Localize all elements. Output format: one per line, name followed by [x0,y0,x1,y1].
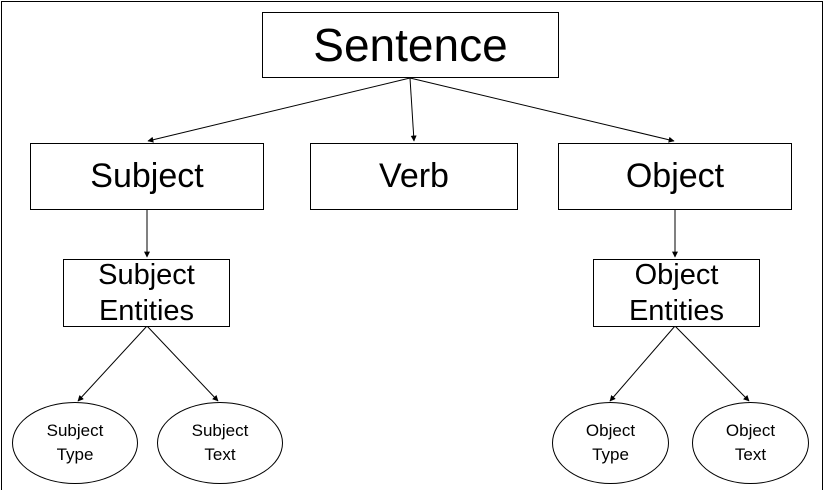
edge-sentence-subject [147,77,411,143]
node-subject-label: Subject [90,156,204,195]
node-object-entities-label: Object Entities [628,258,725,327]
node-subject-type-label: Subject Type [46,421,104,464]
edge-sentence-verb [409,77,417,142]
node-subject-text: Subject Text [157,402,283,484]
node-verb-label: Verb [379,156,449,195]
node-subject-text-label: Subject Text [191,421,249,464]
node-object-type: Object Type [552,402,669,484]
node-sentence-label: Sentence [313,18,508,71]
edge-subject-entities-subject-text [146,325,219,402]
edge-object-entities-object-type [609,325,676,402]
node-object: Object [558,143,792,210]
node-object-type-label: Object Type [585,421,636,464]
node-sentence: Sentence [262,12,559,78]
node-object-text: Object Text [692,402,809,484]
node-subject-entities-label: Subject Entities [98,258,195,327]
node-object-entities: Object Entities [593,259,760,327]
edge-object-entities-object-text [674,325,750,402]
edge-sentence-object [409,77,675,143]
node-object-label: Object [625,156,725,195]
node-subject: Subject [30,143,264,210]
edge-subject-entities-subject-type [77,325,148,402]
node-object-text-label: Object Text [725,421,776,464]
node-subject-entities: Subject Entities [63,259,230,327]
node-verb: Verb [310,143,518,210]
node-subject-type: Subject Type [12,402,138,484]
